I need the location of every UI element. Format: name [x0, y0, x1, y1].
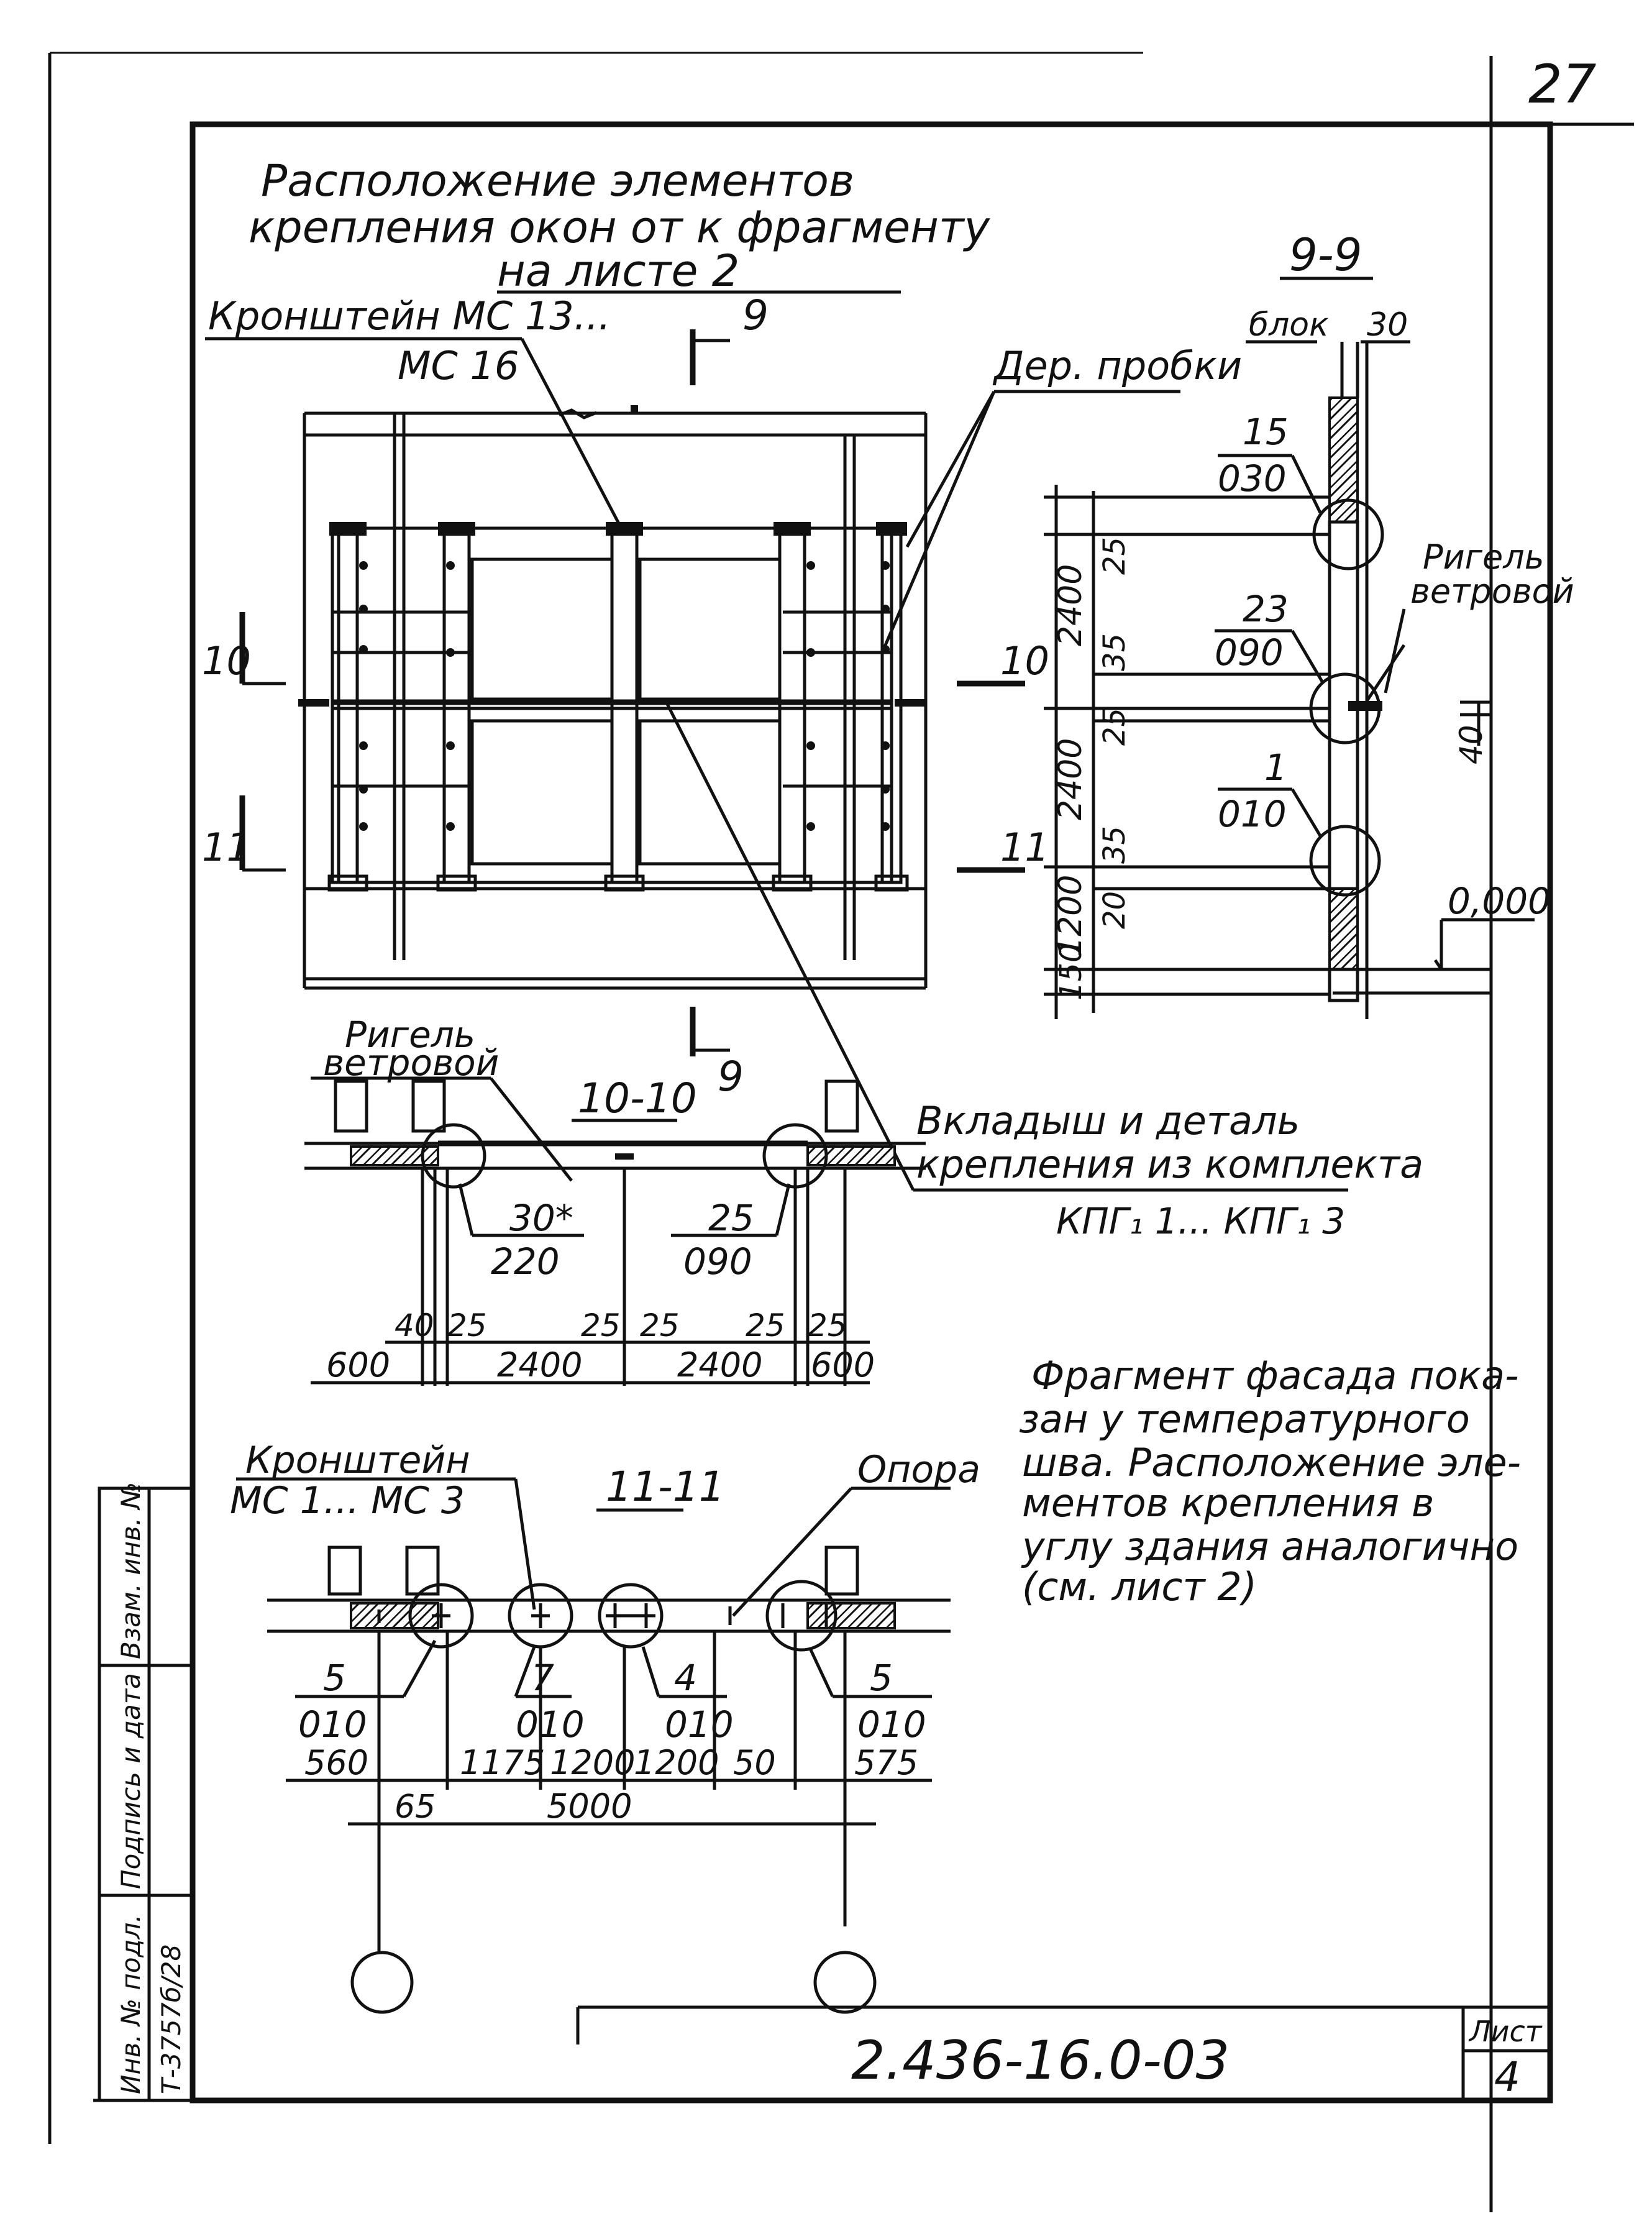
- s10-callout-2-num: 25: [708, 1197, 754, 1239]
- note-block: Фрагмент фасада пока- зан у температурно…: [1019, 1353, 1521, 1609]
- s9-rigel-2: ветровой: [1410, 572, 1574, 611]
- note-line-4: ментов крепления в: [1022, 1480, 1434, 1526]
- section-9-dim-30: 30: [1367, 306, 1408, 344]
- stamp-inv-value: Т-3757б/28: [156, 1944, 186, 2094]
- s11-node-3-num: 4: [674, 1657, 697, 1699]
- s9-node-bot-num: 1: [1264, 746, 1287, 789]
- section-mark-bottom: 9: [718, 1053, 744, 1101]
- title-line-3: на листе 2: [497, 245, 739, 296]
- s11-node-4-den: 010: [857, 1703, 926, 1746]
- s11-dim-65: 65: [395, 1788, 436, 1826]
- stamp-replace-label: Взам. инв. №: [116, 1482, 146, 1659]
- plan-bracket-label-2: МС 16: [398, 343, 519, 388]
- s11-dim-1175: 1175: [460, 1743, 545, 1782]
- s11-node-1-den: 010: [298, 1703, 367, 1746]
- s11-node-2-num: 7: [531, 1657, 554, 1699]
- section-9-block-label: блок: [1249, 306, 1329, 344]
- s9-dim-2400-b: 2400: [1052, 738, 1089, 820]
- s11-node-2-den: 010: [516, 1703, 585, 1746]
- s10-dim-25-e: 25: [808, 1307, 847, 1344]
- note-line-2: зан у температурного: [1019, 1396, 1470, 1442]
- insert-label-1: Вкладыш и деталь: [916, 1098, 1300, 1143]
- s10-dim-25-d: 25: [746, 1307, 785, 1344]
- s9-dim-35-b: 35: [1097, 826, 1132, 864]
- section-mark-top: 9: [742, 291, 769, 339]
- insert-label-2: крепления из комплекта: [916, 1142, 1423, 1187]
- s9-node-top-den: 030: [1218, 457, 1287, 500]
- s11-bracket-2: МС 1... МС 3: [230, 1479, 465, 1522]
- note-line-6: (см. лист 2): [1022, 1564, 1257, 1609]
- plan-plugs-label: Дер. пробки: [992, 343, 1242, 388]
- plan-view: [298, 405, 928, 990]
- s11-dim-560: 560: [304, 1743, 368, 1782]
- s10-dim-600-left: 600: [326, 1345, 390, 1385]
- s10-dim-600-right: 600: [811, 1345, 875, 1385]
- note-line-1: Фрагмент фасада пока-: [1031, 1353, 1519, 1398]
- stamp-sign-label: Подпись и дата: [116, 1673, 146, 1889]
- title-line-1: Расположение элементов: [261, 155, 854, 206]
- rigel-label-1: Ригель: [345, 1014, 475, 1056]
- insert-label-3: КПГ₁ 1... КПГ₁ 3: [1056, 1200, 1345, 1242]
- s9-node-mid-num: 23: [1243, 588, 1289, 630]
- s10-callout-1-den: 220: [491, 1240, 560, 1283]
- section-9-title: 9-9: [1289, 229, 1362, 281]
- s10-dim-25-a: 25: [447, 1307, 487, 1344]
- drawing-title: Расположение элементов крепления окон от…: [249, 155, 991, 296]
- cut-10-right: 10: [1000, 638, 1049, 684]
- s9-level: 0,000: [1448, 880, 1551, 922]
- sheet-frame: [48, 52, 1634, 2212]
- s9-node-mid-den: 090: [1215, 631, 1284, 674]
- section-10-body: [304, 1079, 926, 1386]
- s9-node-top-num: 15: [1243, 411, 1289, 453]
- section-9-wall: [1309, 342, 1491, 1019]
- s11-node-1-num: 5: [323, 1657, 346, 1699]
- s11-dim-50: 50: [733, 1743, 776, 1782]
- side-stamp: [98, 1486, 194, 2102]
- s11-dim-5000: 5000: [547, 1787, 632, 1826]
- cut-10-left: 10: [202, 638, 251, 684]
- note-line-5: углу здания аналогично: [1021, 1524, 1518, 1569]
- s11-support: Опора: [857, 1448, 980, 1491]
- s9-rigel-1: Ригель: [1423, 538, 1545, 577]
- sheet-label: Лист: [1468, 2015, 1543, 2048]
- s9-dim-1200: 1200: [1052, 875, 1089, 957]
- title-block: [576, 2005, 1550, 2100]
- s9-node-bot-den: 010: [1218, 793, 1287, 835]
- s10-dim-25-c: 25: [640, 1307, 680, 1344]
- stamp-inv-label: Инв. № подл.: [116, 1914, 146, 2094]
- drawing-code: 2.436-16.0-03: [851, 2030, 1230, 2092]
- s9-dimension-chain: [1044, 485, 1330, 1019]
- s11-dim-1200-a: 1200: [550, 1743, 635, 1782]
- s10-dim-25-b: 25: [581, 1307, 621, 1344]
- s11-node-4-num: 5: [870, 1657, 893, 1699]
- s11-dim-575: 575: [854, 1743, 918, 1782]
- cut-11-left: 11: [202, 825, 251, 870]
- title-line-2: крепления окон от к фрагменту: [249, 202, 991, 253]
- s9-dim-150: 150: [1054, 943, 1088, 1000]
- s10-dim-2400-a: 2400: [497, 1345, 582, 1385]
- s9-dim-40: 40: [1453, 725, 1489, 764]
- s9-dim-25-b: 25: [1097, 708, 1132, 746]
- s11-bracket-1: Кронштейн: [245, 1439, 470, 1482]
- s11-node-3-den: 010: [665, 1703, 734, 1746]
- plan-bracket-label-1: Кронштейн МС 13...: [208, 293, 611, 339]
- s10-dim-2400-b: 2400: [677, 1345, 762, 1385]
- cut-11-right: 11: [1000, 825, 1049, 870]
- sheet-number: 4: [1494, 2053, 1520, 2101]
- s9-dim-2400-a: 2400: [1052, 564, 1089, 646]
- s10-callout-1-num: 30*: [509, 1197, 573, 1239]
- s9-dim-25-a: 25: [1097, 537, 1132, 575]
- section-11-body: [267, 1545, 951, 2014]
- s9-dim-20: 20: [1097, 891, 1132, 929]
- section-11-title: 11-11: [606, 1463, 725, 1511]
- note-line-3: шва. Расположение эле-: [1022, 1440, 1521, 1485]
- s9-dim-35-a: 35: [1097, 633, 1132, 671]
- corner-number: 27: [1528, 53, 1596, 116]
- section-10-title: 10-10: [578, 1074, 697, 1122]
- s10-dim-40: 40: [395, 1307, 434, 1344]
- s10-callout-2-den: 090: [683, 1240, 752, 1283]
- s11-dim-1200-b: 1200: [634, 1743, 719, 1782]
